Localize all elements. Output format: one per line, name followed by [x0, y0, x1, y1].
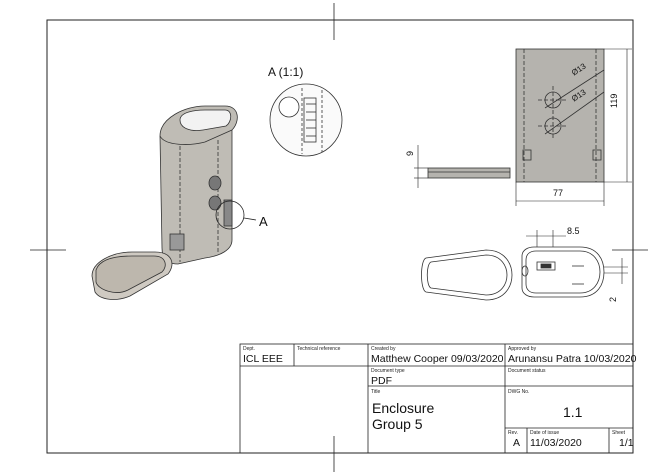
dwg-no-label: DWG No. — [508, 389, 530, 395]
doc-status-label: Document status — [508, 368, 546, 374]
rev-label: Rev. — [508, 430, 518, 436]
dimension-lines — [414, 48, 632, 284]
title-label: Title — [371, 389, 381, 395]
created-by-label: Created by — [371, 346, 396, 352]
approved-by-label: Approved by — [508, 346, 537, 352]
date-value: 11/03/2020 — [530, 437, 582, 449]
detail-label-text: A (1:1) — [268, 65, 303, 79]
dim-slot-width: 8.5 — [567, 226, 580, 236]
doc-type-value: PDF — [371, 375, 392, 387]
doc-type-label: Document type — [371, 368, 405, 374]
sheet-label: Sheet — [612, 430, 626, 436]
created-by-value: Matthew Cooper 09/03/2020 — [371, 353, 504, 365]
top-view-body — [521, 246, 605, 298]
top-view-lid — [421, 249, 513, 301]
dim-height: 119 — [609, 93, 619, 108]
sheet-value: 1/1 — [619, 437, 634, 449]
title-line-2: Group 5 — [372, 416, 423, 432]
rev-value: A — [513, 437, 521, 449]
date-label: Date of issue — [530, 430, 560, 436]
title-block-grid — [239, 343, 634, 454]
title-line-1: Enclosure — [372, 400, 435, 416]
dwg-no-value: 1.1 — [563, 404, 583, 420]
dept-label: Dept. — [243, 346, 255, 352]
isometric-view — [91, 105, 257, 300]
detail-a-view — [269, 83, 343, 157]
tech-ref-label: Technical reference — [297, 346, 341, 352]
dept-value: ICL EEE — [243, 353, 283, 365]
approved-by-value: Arunansu Patra 10/03/2020 — [508, 353, 637, 365]
dim-wall: 2 — [608, 296, 618, 302]
front-view — [515, 48, 605, 183]
detail-callout-text: A — [259, 214, 268, 229]
dim-lid-height: 9 — [405, 150, 415, 156]
centering-marks — [30, 3, 648, 472]
dim-width: 77 — [553, 188, 564, 198]
lid-side-view — [427, 167, 511, 179]
